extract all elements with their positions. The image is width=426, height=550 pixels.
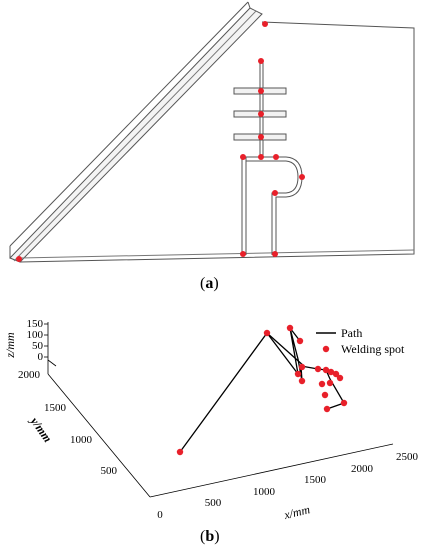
x-tick-label: 0	[157, 509, 163, 521]
y-tick-label: 1000	[70, 434, 93, 446]
weld-spot	[258, 154, 264, 160]
panel-a-drawing	[9, 1, 415, 263]
panel-b-label: (b)	[200, 528, 220, 545]
weld-spot	[16, 256, 22, 262]
panel-b-axes	[47, 322, 394, 498]
plot-spot	[318, 380, 326, 388]
panel-a-label: (a)	[200, 275, 219, 292]
plot-spot	[340, 399, 348, 407]
weld-spot	[258, 58, 264, 64]
legend: Path Welding spot	[316, 326, 405, 356]
plot-welding-spots	[176, 324, 348, 456]
plot-spot	[323, 405, 331, 413]
plot-spot	[336, 374, 344, 382]
plot-spot	[298, 377, 306, 385]
x-tick-label: 1000	[253, 486, 276, 498]
p-shaped-stiffener	[241, 156, 303, 255]
x-axis	[149, 443, 394, 498]
weld-spot	[240, 251, 246, 257]
legend-spot-swatch	[322, 345, 330, 353]
plot-spot	[263, 329, 271, 337]
z-tick-label: 0	[38, 351, 44, 363]
x-axis-label: x/mm	[282, 502, 312, 522]
plot-spot	[298, 363, 306, 371]
weld-spot	[273, 154, 279, 160]
plot-spot	[176, 448, 184, 456]
plot-spot	[332, 370, 340, 378]
weld-spot	[272, 251, 278, 257]
weld-spot	[240, 154, 246, 160]
z-tick-label: 100	[27, 329, 44, 341]
plot-spot	[314, 365, 322, 373]
y-tick-label: 500	[101, 465, 118, 477]
weld-spot	[299, 174, 305, 180]
weld-spot	[258, 88, 264, 94]
welding-path	[179, 327, 345, 453]
panel-a-welding-spots	[16, 21, 305, 262]
z-ticks: 0 50 100 150	[27, 318, 48, 363]
plot-spot	[321, 391, 329, 399]
x-tick-label: 500	[205, 497, 222, 509]
y-axis	[47, 373, 151, 498]
weld-spot	[262, 21, 268, 27]
plot-spot	[322, 366, 330, 374]
weld-spot	[258, 111, 264, 117]
z-tick-label: 150	[27, 318, 44, 330]
x-tick-label: 1500	[304, 474, 327, 486]
weld-spot	[272, 190, 278, 196]
x-tick-label: 2500	[396, 451, 419, 463]
plot-spot	[294, 370, 302, 378]
plot-spot	[327, 368, 335, 376]
plot-spot	[296, 337, 304, 345]
legend-spot-label: Welding spot	[341, 342, 405, 356]
legend-path-label: Path	[341, 326, 362, 340]
y-tick-label: 1500	[44, 402, 67, 414]
welding-path-branch	[266, 332, 306, 368]
y-axis-label: y/mm	[27, 413, 55, 445]
plot-spot	[286, 324, 294, 332]
x-tick-label: 2000	[351, 463, 374, 475]
weld-spot	[258, 134, 264, 140]
plot-spot	[326, 379, 334, 387]
y-ticks: 2000 1500 1000 500	[18, 369, 118, 477]
z-tick-label: 50	[32, 340, 44, 352]
x-ticks: 0 500 1000 1500 2000 2500	[157, 451, 418, 521]
main-plate	[19, 21, 415, 263]
y-tick-label: 2000	[18, 369, 41, 381]
z-axis-label: z/mm	[3, 332, 17, 359]
